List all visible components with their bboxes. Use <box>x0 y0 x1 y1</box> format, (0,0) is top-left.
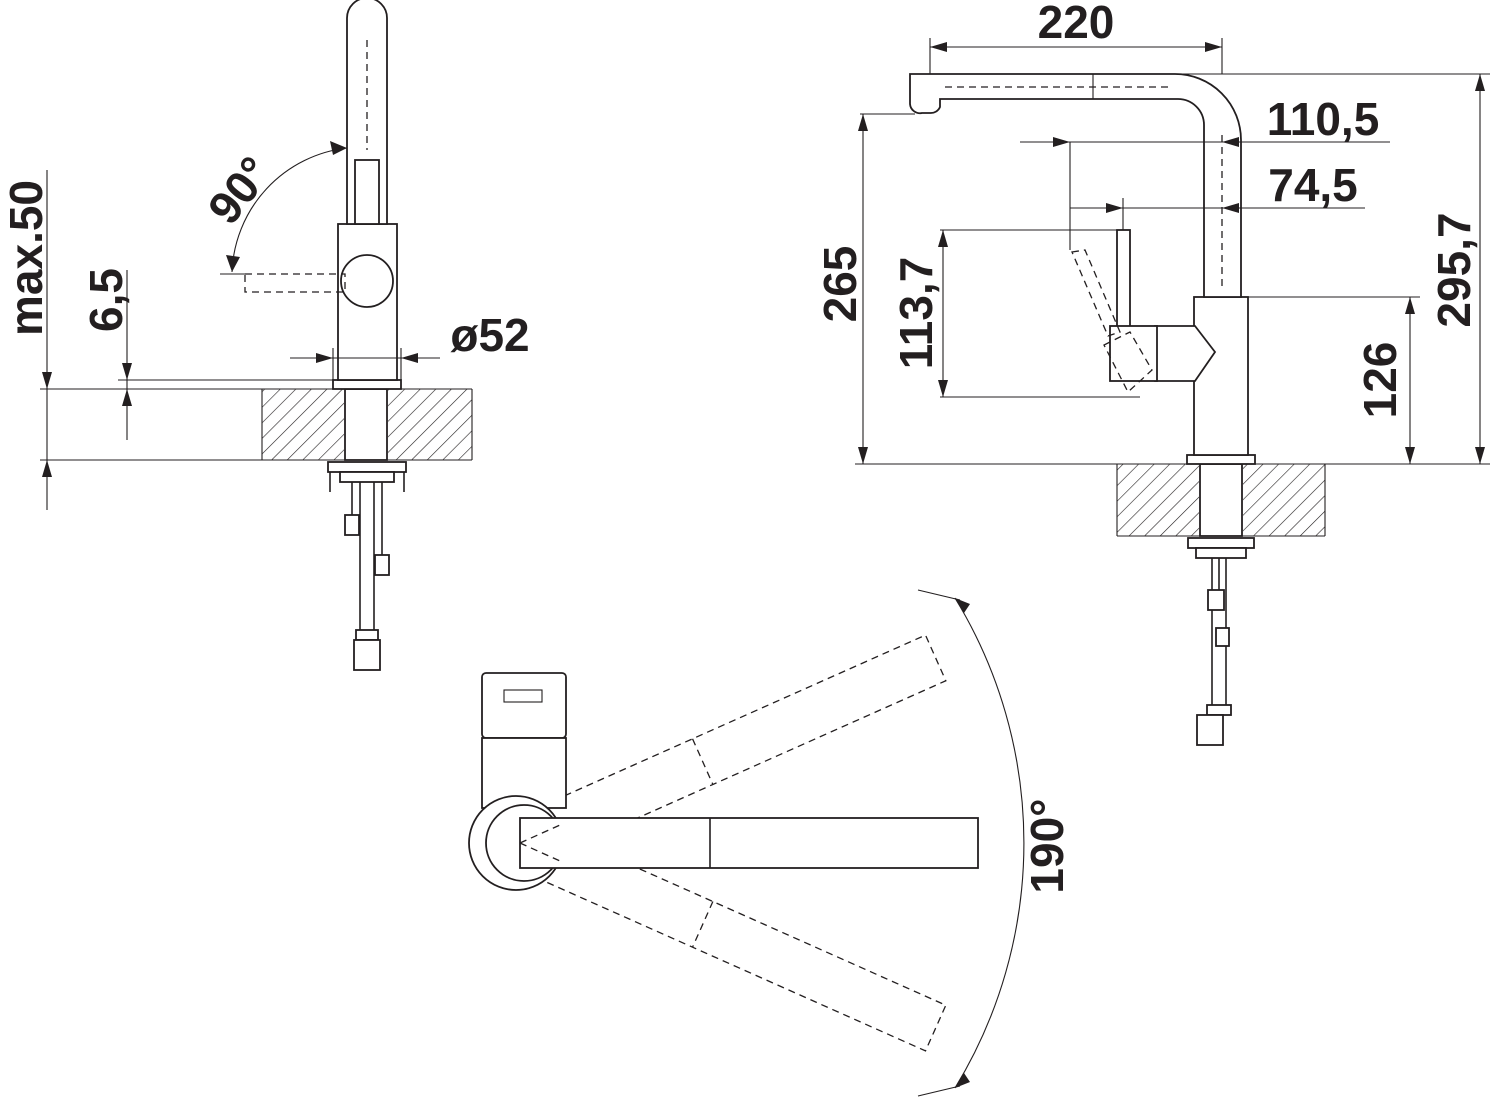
countertop-right-hatch <box>388 389 472 460</box>
side-countertop-right-hatch <box>1243 464 1325 536</box>
angle-90-label: 90° <box>197 147 281 234</box>
front-view: 90° max.50 6,5 ø52 <box>0 0 530 671</box>
max-50-label: max.50 <box>0 180 52 336</box>
reach-110-5-label: 110,5 <box>1267 93 1380 145</box>
body-height-126-label: 126 <box>1354 342 1406 419</box>
width-220-label: 220 <box>1038 0 1115 48</box>
total-height-295-7-label: 295,7 <box>1428 212 1480 327</box>
height-265-label: 265 <box>814 246 866 323</box>
side-view: 220 110,5 74,5 265 113,7 126 295,7 <box>814 0 1490 746</box>
swivel-190-label: 190° <box>1021 798 1073 893</box>
side-countertop-left-hatch <box>1117 464 1199 536</box>
lever-74-5-label: 74,5 <box>1268 159 1358 211</box>
top-view: 190° <box>468 589 1073 1097</box>
countertop-left-hatch <box>262 389 344 460</box>
gap-6-5-label: 6,5 <box>80 268 132 332</box>
lever-height-113-7-label: 113,7 <box>890 257 942 370</box>
diameter-52-label: ø52 <box>450 309 529 361</box>
